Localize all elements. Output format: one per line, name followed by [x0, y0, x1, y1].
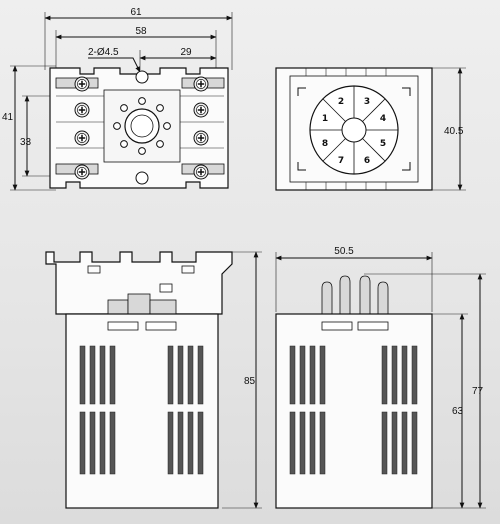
- pin-hole-icon: [120, 140, 128, 148]
- mounting-rail: [45, 251, 233, 315]
- dim-socket-height: 40.5: [444, 126, 464, 137]
- screw-terminal-icon: [74, 102, 90, 118]
- dim-height-inner: 33: [20, 137, 32, 148]
- pin-label-5: 5: [380, 139, 386, 149]
- pin-hole-icon: [156, 140, 164, 148]
- screw-terminal-icon: [74, 76, 90, 92]
- center-key-hole: [124, 108, 160, 144]
- pin-hole-icon: [163, 122, 171, 130]
- screw-terminal-icon: [193, 164, 209, 180]
- dim-hole-offset: 29: [180, 47, 192, 58]
- side-vent-slots-left: [289, 345, 326, 475]
- pin-label-6: 6: [364, 156, 370, 166]
- pin-label-7: 7: [338, 156, 344, 166]
- front-view: 85: [45, 251, 262, 509]
- pin-label-8: 8: [322, 139, 328, 149]
- socket-view: 40.5 3 4 5 6 7 8 1 2: [275, 67, 466, 191]
- pin-label-2: 2: [338, 97, 344, 107]
- side-body: [275, 313, 433, 509]
- front-body: [65, 313, 219, 509]
- screw-terminal-icon: [74, 130, 90, 146]
- dim-side-height-body: 63: [452, 406, 464, 417]
- screw-terminal-icon: [74, 164, 90, 180]
- pin-hole-icon: [138, 147, 146, 155]
- top-view: 61 58 29 2-Ø4.5 41 33: [2, 7, 233, 191]
- screw-terminal-icon: [193, 76, 209, 92]
- pin-hole-icon: [156, 104, 164, 112]
- vent-slots-left: [79, 345, 116, 475]
- mounting-hole-icon: [135, 70, 149, 84]
- dim-hole-spec: 2-Ø4.5: [88, 47, 119, 58]
- pin-label-1: 1: [322, 114, 328, 124]
- mounting-hole-icon: [135, 171, 149, 185]
- dim-front-height: 85: [244, 376, 256, 387]
- pin-label-4: 4: [380, 114, 386, 124]
- vent-slots-right: [167, 345, 204, 475]
- side-vent-slots-right: [381, 345, 418, 475]
- dim-side-height-overall: 77: [472, 386, 484, 397]
- screw-terminal-icon: [193, 130, 209, 146]
- dim-height-overall: 41: [2, 112, 14, 123]
- screw-terminal-icon: [193, 102, 209, 118]
- relay-pins: [321, 275, 389, 315]
- side-view: 50.5 77 63: [275, 246, 486, 509]
- pin-hole-icon: [113, 122, 121, 130]
- dim-width-overall: 61: [130, 7, 142, 18]
- dim-side-width: 50.5: [334, 246, 354, 257]
- pin-label-3: 3: [364, 97, 370, 107]
- dim-width-inner: 58: [135, 26, 147, 37]
- pin-hole-icon: [138, 97, 146, 105]
- pin-hole-icon: [120, 104, 128, 112]
